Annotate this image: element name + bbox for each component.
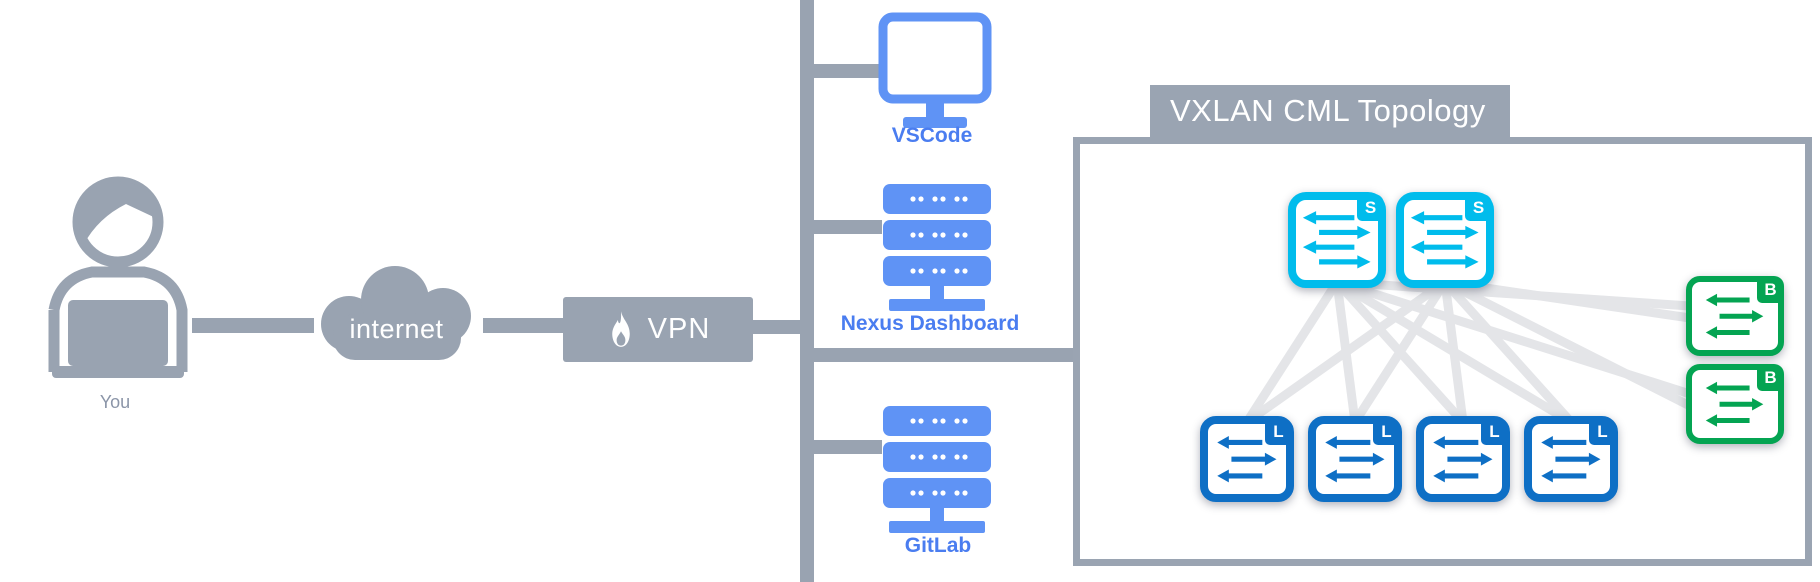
- border-switch-1: B: [1686, 276, 1784, 356]
- leaf-badge: L: [1589, 418, 1616, 445]
- nexus-label: Nexus Dashboard: [840, 312, 1020, 335]
- leaf-badge: L: [1481, 418, 1508, 445]
- user-laptop-icon: [48, 176, 188, 378]
- hub-trunk-line: [800, 0, 814, 582]
- user-label: You: [99, 392, 131, 412]
- connector-cloud-vpn: [483, 318, 567, 333]
- connector-vpn-hub: [753, 320, 803, 334]
- spine-switch-1: S: [1288, 192, 1386, 288]
- connector-user-cloud: [192, 318, 314, 333]
- leaf-badge: L: [1373, 418, 1400, 445]
- leaf-badge: L: [1265, 418, 1292, 445]
- topology-title: VXLAN CML Topology: [1170, 93, 1486, 128]
- border-switch-2: B: [1686, 364, 1784, 444]
- internet-cloud: internet: [303, 256, 490, 360]
- monitor-icon: [878, 12, 992, 128]
- spine-badge: S: [1357, 194, 1384, 221]
- leaf-switch-4: L: [1524, 416, 1618, 502]
- vscode-label: VSCode: [891, 124, 973, 147]
- branch-vscode: [814, 64, 882, 78]
- internet-label: internet: [349, 314, 444, 344]
- branch-topology: [814, 348, 1073, 362]
- branch-nexus: [814, 220, 882, 234]
- spine-switch-2: S: [1396, 192, 1494, 288]
- server-rack-icon: [883, 406, 991, 533]
- border-badge: B: [1757, 276, 1784, 303]
- cloud-icon: [321, 266, 471, 360]
- leaf-switch-2: L: [1308, 416, 1402, 502]
- topology-box: [1073, 137, 1812, 566]
- topology-title-tab: VXLAN CML Topology: [1150, 85, 1510, 137]
- gitlab-label: GitLab: [904, 534, 972, 557]
- vpn-label: VPN: [647, 313, 711, 345]
- vpn-box: VPN: [563, 297, 753, 362]
- branch-gitlab: [814, 440, 882, 454]
- flame-icon: [611, 310, 630, 347]
- leaf-switch-3: L: [1416, 416, 1510, 502]
- border-badge: B: [1757, 364, 1784, 391]
- server-rack-icon: [883, 184, 991, 311]
- leaf-switch-1: L: [1200, 416, 1294, 502]
- spine-badge: S: [1465, 194, 1492, 221]
